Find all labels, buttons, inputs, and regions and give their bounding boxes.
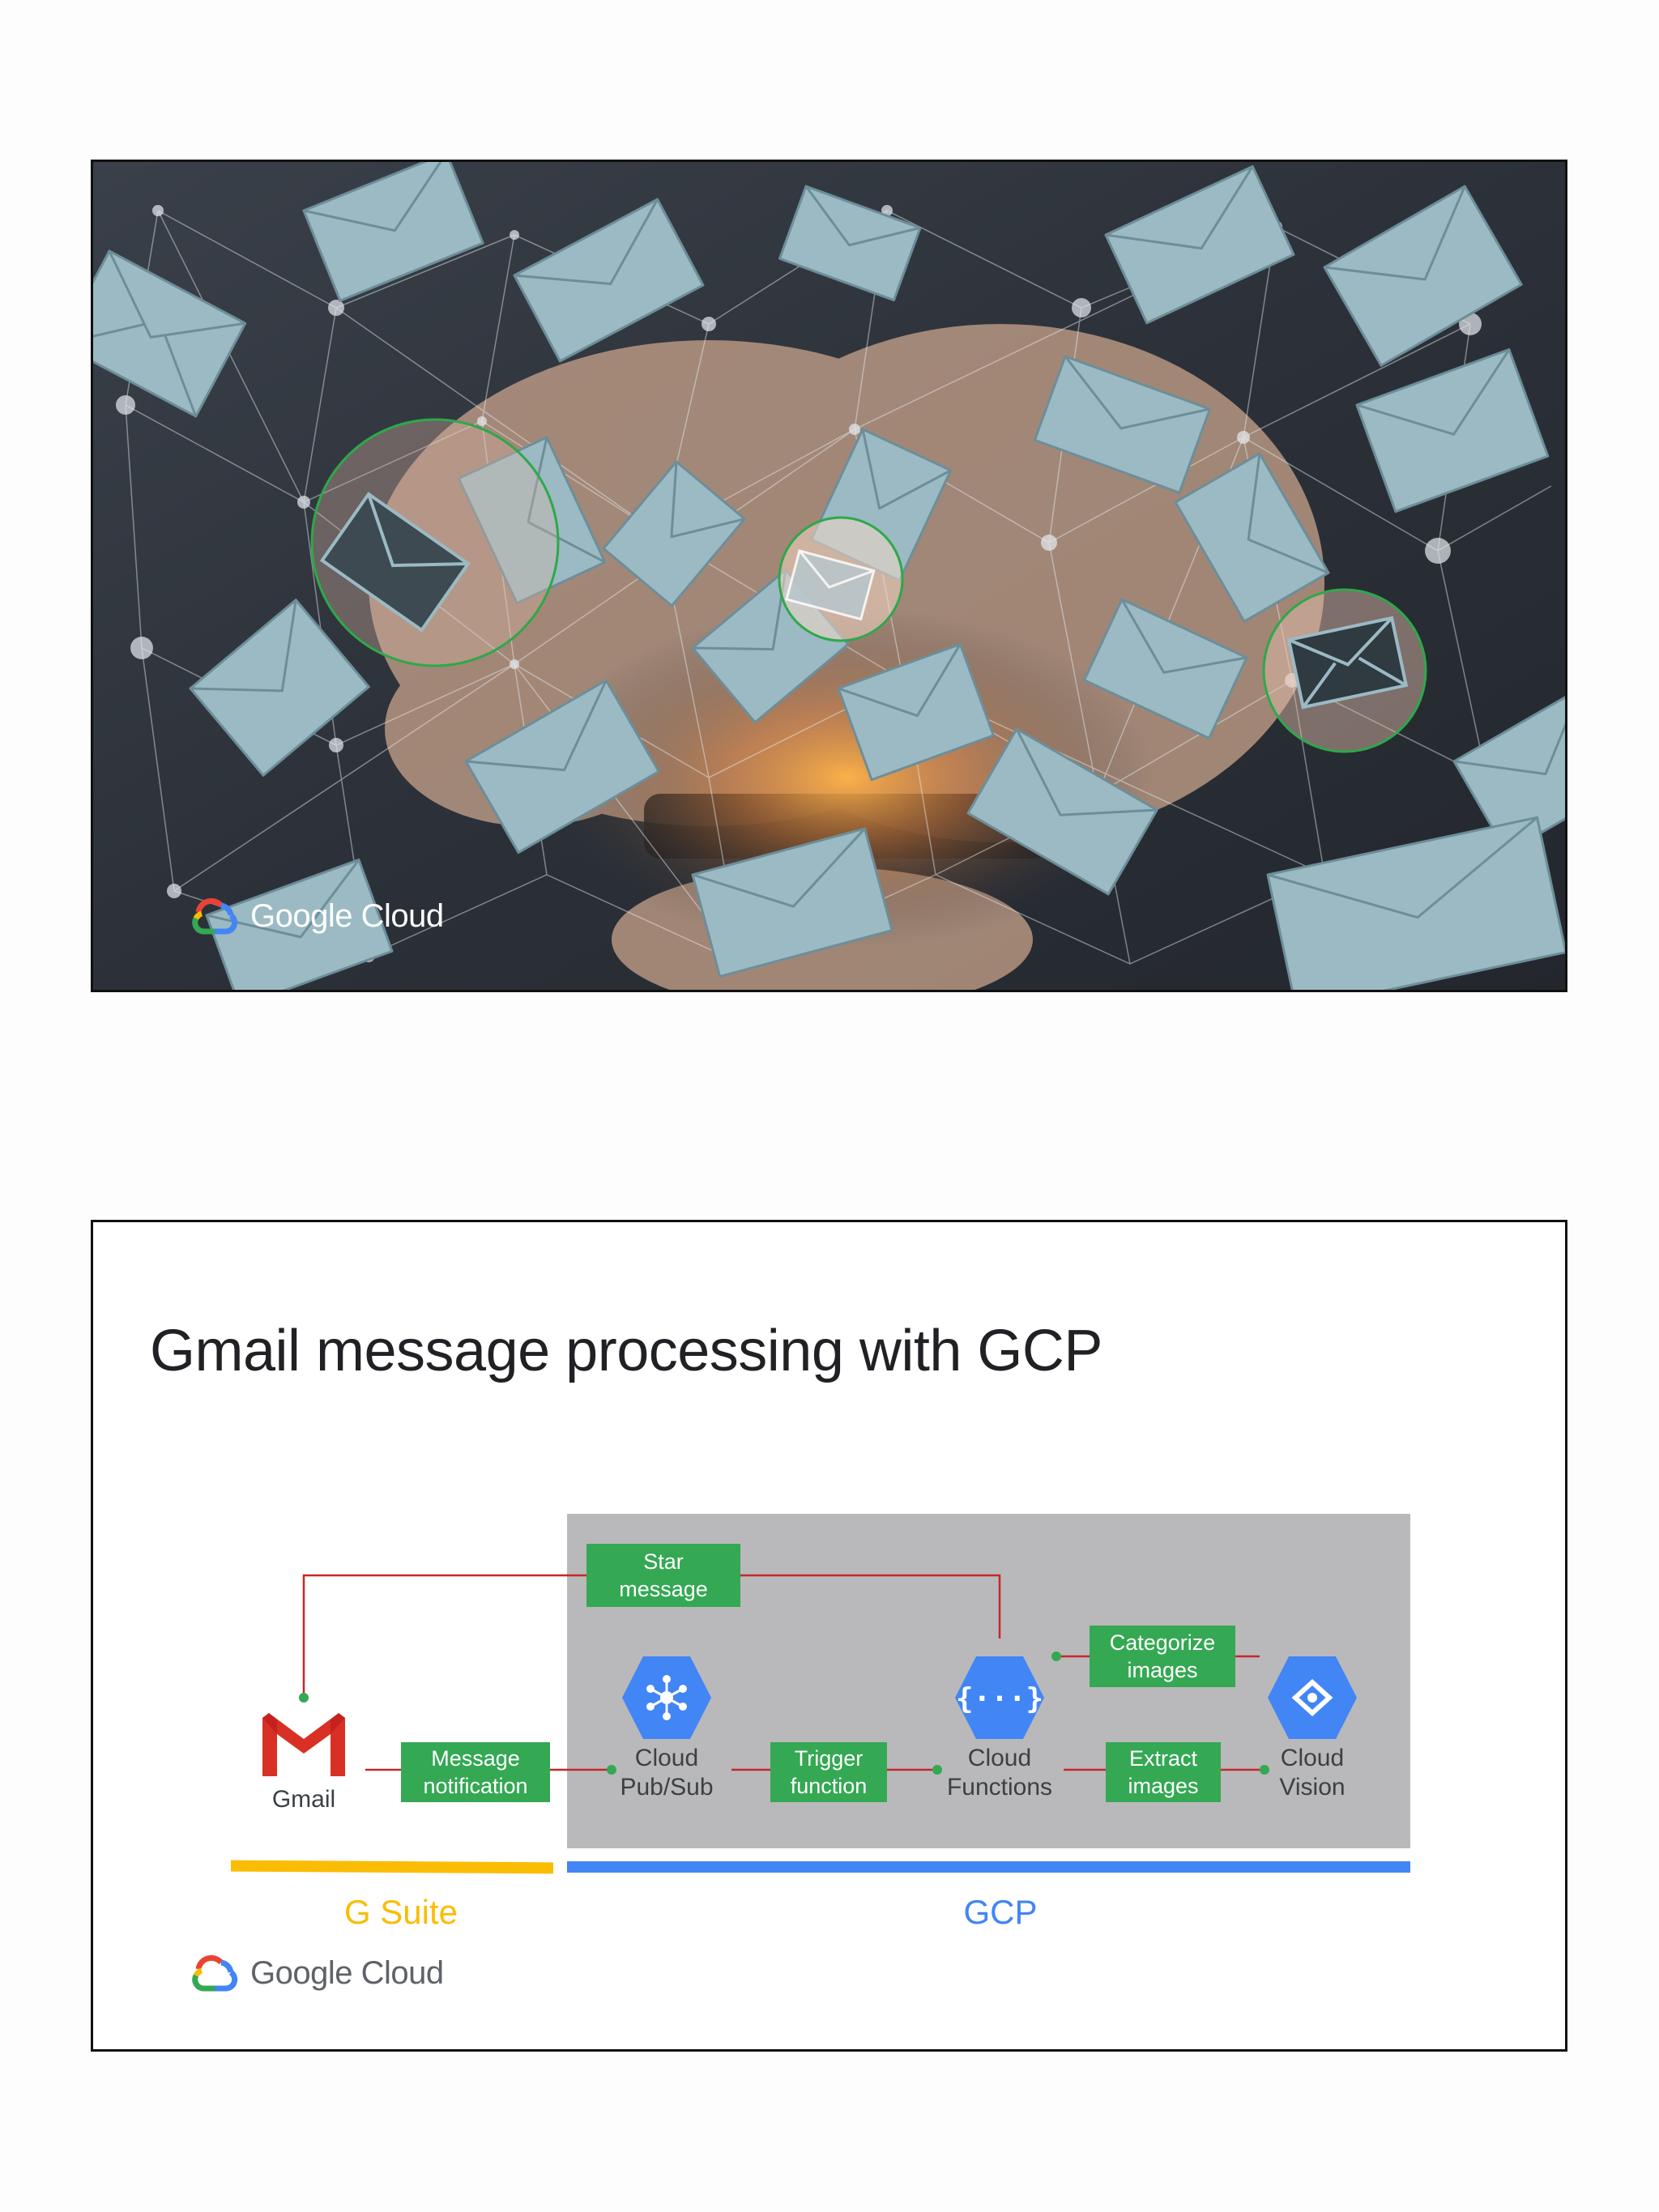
gcp-bar — [567, 1861, 1410, 1873]
pubsub-label: Cloud Pub/Sub — [594, 1744, 740, 1802]
pubsub-icon — [621, 1652, 713, 1744]
google-cloud-wordmark: Google Cloud — [250, 898, 444, 935]
google-cloud-wordmark: Google Cloud — [250, 1955, 444, 1992]
edge-label-message-notification: Message notification — [401, 1742, 550, 1802]
edge-label-extract-images: Extract images — [1106, 1742, 1221, 1802]
gmail-icon — [261, 1711, 347, 1778]
email-network-illustration — [93, 162, 1565, 990]
google-cloud-logo: Google Cloud — [190, 897, 444, 935]
edge-label-categorize-images: Categorize images — [1090, 1626, 1235, 1687]
google-cloud-icon — [190, 897, 239, 935]
cloud-functions-icon: {···} — [953, 1652, 1046, 1744]
gcp-caption: GCP — [911, 1893, 1090, 1932]
google-cloud-icon — [190, 1954, 239, 1992]
functions-label: Cloud Functions — [923, 1744, 1077, 1802]
architecture-slide: Gmail message processing with GCP Gmail — [91, 1220, 1567, 2052]
gsuite-caption: G Suite — [304, 1893, 498, 1932]
vision-label: Cloud Vision — [1243, 1744, 1381, 1802]
cloud-vision-icon — [1266, 1652, 1358, 1744]
edge-label-trigger-function: Trigger function — [770, 1742, 887, 1802]
intro-slide: Google Cloud — [91, 160, 1567, 992]
edge-label-star-message: Star message — [586, 1544, 740, 1607]
google-cloud-logo: Google Cloud — [190, 1954, 444, 1992]
svg-text:{···}: {···} — [956, 1682, 1043, 1715]
gsuite-bar — [231, 1860, 553, 1874]
gmail-label: Gmail — [239, 1785, 369, 1814]
